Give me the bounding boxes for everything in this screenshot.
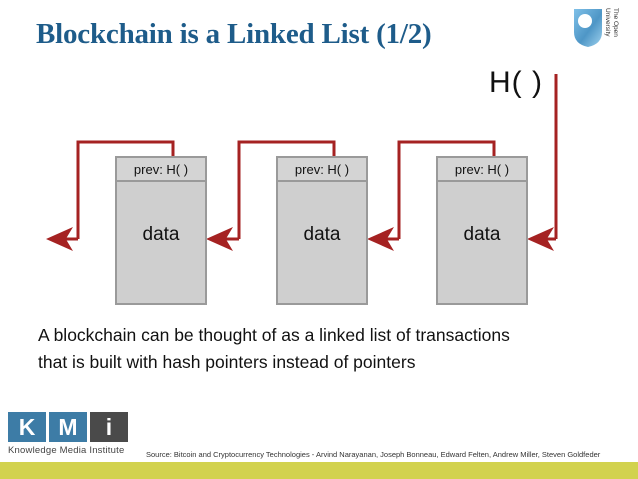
arrow-block1 xyxy=(76,140,175,239)
ou-logo-line2: University xyxy=(604,8,612,37)
block-3-body: data xyxy=(463,223,501,245)
ou-shield-icon xyxy=(574,9,602,47)
body-paragraph: A blockchain can be thought of as a link… xyxy=(38,322,598,376)
body-line-1: A blockchain can be thought of as a link… xyxy=(38,325,510,345)
ou-logo-text: The Open University xyxy=(579,8,620,48)
block-2: prev: H( ) data xyxy=(276,156,368,305)
the-open-university-logo: The Open University xyxy=(572,6,630,54)
hash-function-label: H( ) xyxy=(489,66,543,99)
body-line-2: that is built with hash pointers instead… xyxy=(38,352,416,372)
block-1: prev: H( ) data xyxy=(115,156,207,305)
blockchain-diagram: prev: H( ) data prev: H( ) data prev: H(… xyxy=(0,58,638,313)
kmi-logo: K M i Knowledge Media Institute xyxy=(8,412,130,456)
source-citation: Source: Bitcoin and Cryptocurrency Techn… xyxy=(146,450,601,459)
kmi-letter-boxes: K M i xyxy=(8,412,130,442)
kmi-letter-i: i xyxy=(90,412,128,442)
block-1-header: prev: H( ) xyxy=(117,158,205,182)
kmi-letter-m: M xyxy=(49,412,87,442)
page-title: Blockchain is a Linked List (1/2) xyxy=(36,18,432,50)
arrow-block2 xyxy=(237,140,336,239)
arrow-block3 xyxy=(397,140,496,239)
hash-pointer-arrows xyxy=(46,74,558,251)
block-3: prev: H( ) data xyxy=(436,156,528,305)
ou-logo-line1: The Open xyxy=(612,8,619,37)
kmi-caption: Knowledge Media Institute xyxy=(8,445,125,456)
block-3-header: prev: H( ) xyxy=(438,158,526,182)
block-1-body: data xyxy=(142,223,180,245)
bottom-accent-bar xyxy=(0,462,638,479)
kmi-letter-k: K xyxy=(8,412,46,442)
block-2-body: data xyxy=(303,223,341,245)
block-2-header: prev: H( ) xyxy=(278,158,366,182)
